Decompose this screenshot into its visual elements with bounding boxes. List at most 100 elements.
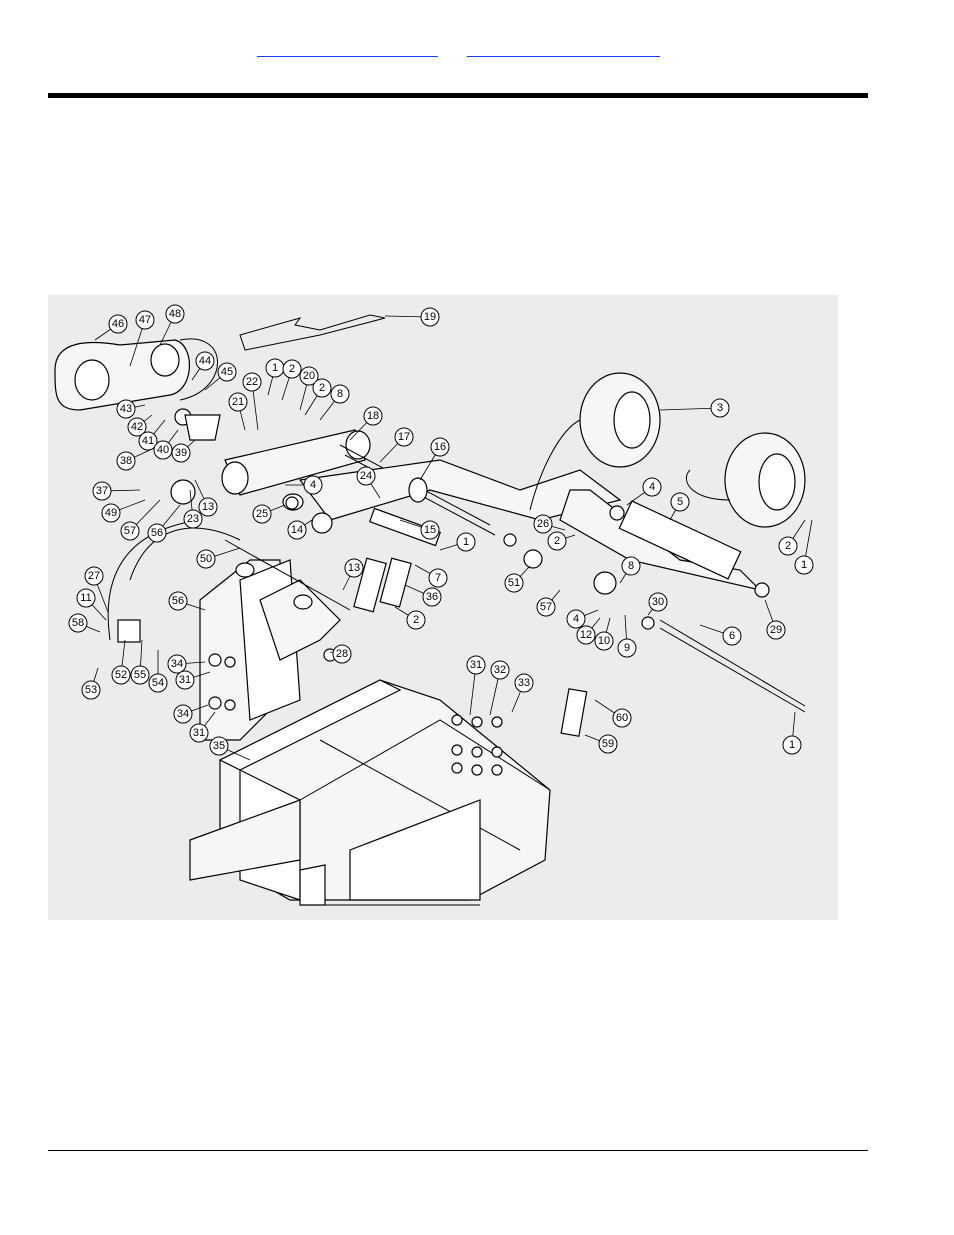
callout-label: 16 [434,441,446,453]
callout-label: 33 [518,677,530,689]
callout-label: 54 [152,677,164,689]
callout-51: 51 [504,565,531,593]
callout-1: 1 [794,519,814,575]
gauge-wheel-drawing [529,372,806,713]
callout-3: 3 [659,398,730,418]
callout-label: 26 [537,518,549,530]
callout-27: 27 [84,566,109,613]
callout-33: 33 [511,673,534,713]
callout-label: 30 [652,596,664,608]
callout-label: 23 [187,513,199,525]
callout-label: 42 [131,421,143,433]
callout-label: 56 [172,595,184,607]
callout-55: 55 [130,639,150,685]
callout-41: 41 [138,419,166,451]
callout-22: 22 [242,372,262,431]
callout-32: 32 [489,660,510,716]
callout-label: 29 [770,624,782,636]
callout-2: 2 [281,359,302,401]
callout-label: 45 [221,366,233,378]
callout-label: 37 [96,485,108,497]
callout-4: 4 [285,475,323,495]
callout-label: 50 [200,553,212,565]
callout-label: 58 [72,617,84,629]
callout-label: 38 [120,455,132,467]
callout-58: 58 [68,613,101,633]
callout-59: 59 [584,734,618,754]
callout-label: 14 [291,524,303,536]
callout-54: 54 [148,650,168,693]
callout-1: 1 [265,358,285,396]
callout-label: 5 [677,496,683,508]
callout-2: 2 [394,606,426,630]
callout-20: 20 [299,366,319,411]
callout-label: 40 [157,444,169,456]
callout-label: 35 [213,740,225,752]
callout-52: 52 [111,639,131,685]
callout-label: 19 [424,311,436,323]
callout-label: 22 [246,376,258,388]
callout-label: 15 [424,524,436,536]
callout-label: 13 [202,501,214,513]
callout-26: 26 [533,514,566,534]
callout-label: 1 [801,559,807,571]
callout-4: 4 [566,609,599,629]
callout-label: 28 [336,648,348,660]
callout-13: 13 [342,558,364,591]
callout-56: 56 [168,591,206,611]
callout-44: 44 [191,351,215,381]
callout-label: 2 [413,614,419,626]
callout-label: 4 [573,613,579,625]
callout-label: 57 [124,525,136,537]
header-link-2[interactable] [467,44,660,57]
callout-label: 2 [554,535,560,547]
callout-label: 32 [494,664,506,676]
callout-23: 23 [183,489,203,529]
sprocket-drawing [117,408,617,643]
callout-46: 46 [94,314,128,341]
callout-34: 34 [173,704,209,724]
callout-label: 51 [508,577,520,589]
callout-label: 1 [789,739,795,751]
spring-drawing [224,539,588,737]
lift-arm-drawing [107,519,341,741]
header-link-1[interactable] [257,44,438,57]
callout-28: 28 [329,644,352,664]
callout-label: 43 [120,403,132,415]
callout-label: 31 [470,659,482,671]
callout-label: 34 [171,658,183,670]
callout-label: 4 [310,479,316,491]
callout-47: 47 [129,310,155,367]
callout-29: 29 [764,599,786,640]
callout-12: 12 [576,617,601,645]
chain-drawing [239,314,386,351]
callout-label: 24 [360,470,372,482]
callout-label: 20 [303,370,315,382]
callout-39: 39 [171,439,196,463]
callout-19: 19 [384,307,440,327]
callout-label: 39 [175,447,187,459]
callout-8: 8 [319,384,350,421]
callout-label: 48 [169,308,181,320]
callout-label: 60 [616,712,628,724]
callout-36: 36 [404,584,442,607]
callout-label: 7 [435,572,441,584]
callout-label: 11 [80,592,91,604]
callout-43: 43 [116,399,146,419]
callout-label: 36 [426,591,438,603]
callout-label: 8 [337,388,343,400]
callout-label: 52 [115,669,127,681]
callout-57: 57 [536,589,561,617]
callout-2: 2 [547,531,576,551]
callout-label: 6 [729,630,735,642]
callout-label: 41 [142,435,154,447]
callout-35: 35 [209,736,251,761]
callout-38: 38 [116,449,151,471]
callout-15: 15 [399,519,440,540]
callout-label: 27 [88,570,100,582]
callout-10: 10 [594,617,614,651]
callout-8: 8 [619,556,641,584]
header-rule [48,93,868,98]
callout-label: 18 [367,410,379,422]
